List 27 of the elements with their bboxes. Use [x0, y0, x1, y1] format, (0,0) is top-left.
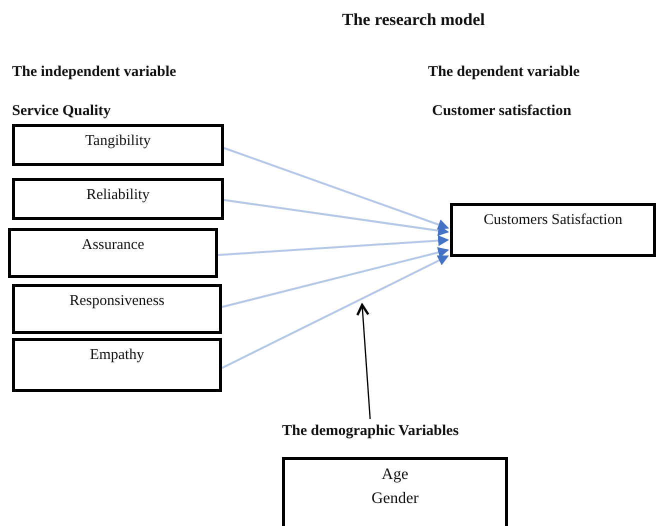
arrow: [356, 304, 371, 420]
arrow: [224, 199, 450, 236]
arrow: [218, 235, 450, 256]
variable-text: Responsiveness: [70, 293, 164, 310]
heading-label: Customer satisfaction: [432, 103, 572, 120]
heading-label: The dependent variable: [428, 64, 580, 81]
variable-box: [12, 124, 224, 166]
variable-box: [8, 228, 218, 278]
variable-text: Gender: [371, 490, 419, 508]
arrow: [222, 247, 450, 308]
variable-box: [12, 338, 222, 392]
variable-box: [450, 203, 656, 257]
variable-text: Empathy: [90, 347, 144, 364]
variable-box: [282, 457, 508, 526]
arrow: [222, 255, 449, 369]
diagram-title: The research model: [342, 10, 485, 30]
variable-box: [12, 284, 222, 334]
box-heading: The demographic Variables: [282, 423, 459, 440]
heading-label: The independent variable: [12, 64, 176, 81]
variable-text: Age: [382, 466, 408, 484]
variable-text: Reliability: [86, 187, 150, 204]
heading-label: Service Quality: [12, 103, 111, 120]
variable-box: [12, 178, 224, 220]
variable-text: Assurance: [82, 237, 144, 254]
variable-text: Customers Satisfaction: [484, 212, 622, 229]
arrow: [224, 147, 450, 230]
variable-text: Tangibility: [85, 133, 151, 150]
